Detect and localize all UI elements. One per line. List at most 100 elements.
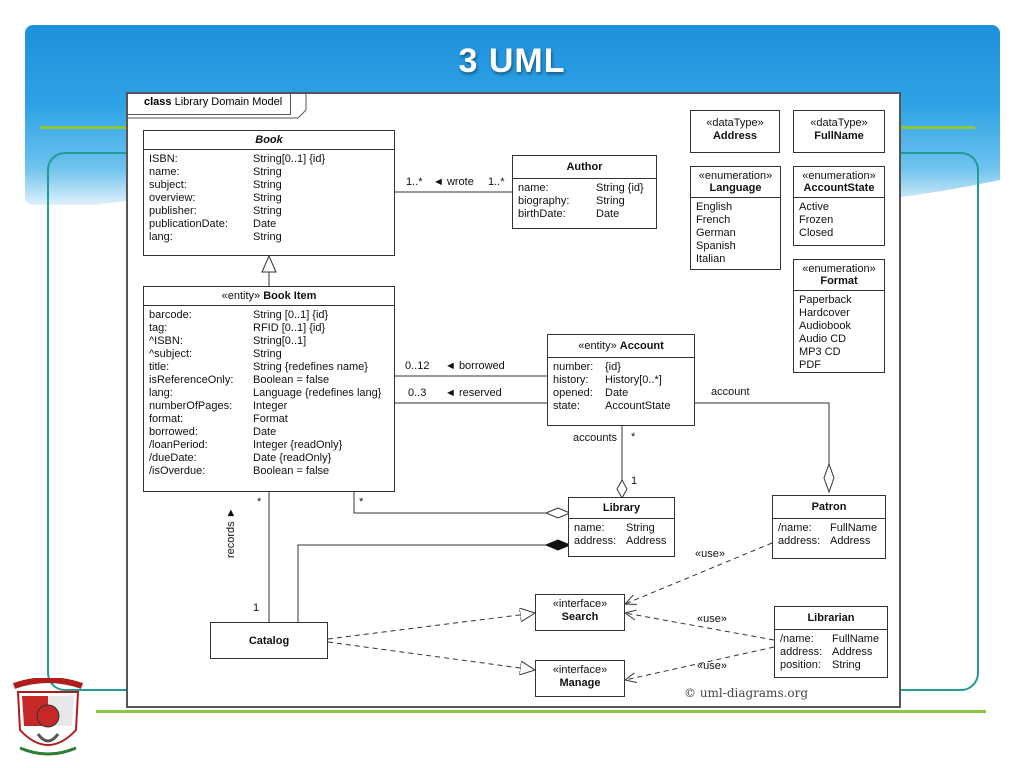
label-wrote-mult-book: 1..* xyxy=(406,176,423,188)
attribute-name: ^ISBN: xyxy=(149,335,183,347)
attribute-name: barcode: xyxy=(149,309,192,321)
attribute-type: String xyxy=(626,522,655,534)
attribute-type: String xyxy=(596,195,625,207)
enum-literal: Hardcover xyxy=(799,307,850,319)
attribute-row: name:String xyxy=(574,522,669,535)
label-reserved-mult: 0..3 xyxy=(408,387,427,399)
attribute-row: ^subject:String xyxy=(149,348,389,361)
attribute-type: String[0..1] xyxy=(253,335,307,347)
attribute-name: /isOverdue: xyxy=(149,465,206,477)
datatype-address-stereotype: «dataType» xyxy=(706,117,764,129)
attribute-row: isReferenceOnly:Boolean = false xyxy=(149,374,389,387)
attribute-name: /loanPeriod: xyxy=(149,439,208,451)
attribute-type: String xyxy=(253,192,282,204)
attribute-type: String xyxy=(253,205,282,217)
label-bookitem-star-left: * xyxy=(257,496,262,508)
attribute-row: lang:Language {redefines lang} xyxy=(149,387,389,400)
attribute-name: format: xyxy=(149,413,184,425)
attribute-type: Integer {readOnly} xyxy=(253,439,343,451)
attribute-row: address:Address xyxy=(778,535,880,548)
datatype-fullname-stereotype: «dataType» xyxy=(810,117,868,129)
attribute-name: address: xyxy=(574,535,617,547)
connectors xyxy=(128,94,835,706)
label-use-patron: «use» xyxy=(695,548,725,560)
attribute-row: name:String {id} xyxy=(518,182,651,195)
uml-diagram: class Library Domain Model Book ISBN:Str… xyxy=(126,92,901,708)
class-catalog-name: Catalog xyxy=(248,634,290,647)
attribute-name: lang: xyxy=(149,387,173,399)
class-author-name: Author xyxy=(513,156,656,179)
attribute-type: String [0..1] {id} xyxy=(253,309,329,321)
enum-literal: French xyxy=(696,214,731,226)
attribute-row: /loanPeriod: Integer {readOnly} xyxy=(149,439,389,452)
label-wrote-mult-author: 1..* xyxy=(488,176,505,188)
attribute-row: numberOfPages:Integer xyxy=(149,400,389,413)
attribute-row: subject:String xyxy=(149,179,389,192)
attribute-name: isReferenceOnly: xyxy=(149,374,234,386)
attribute-type: Date xyxy=(596,208,620,220)
label-accounts-role: accounts xyxy=(573,432,618,444)
attribute-row: ^ISBN: String[0..1] xyxy=(149,335,389,348)
attribute-type: History[0..*] xyxy=(605,374,662,386)
label-records: records ► xyxy=(225,507,237,558)
attribute-name: title: xyxy=(149,361,170,373)
attribute-row: borrowed:Date xyxy=(149,426,389,439)
attribute-row: publisher: String xyxy=(149,205,389,218)
interface-search: «interface» Search xyxy=(535,594,625,631)
attribute-name: lang: xyxy=(149,231,173,243)
attribute-row: overview:String xyxy=(149,192,389,205)
enum-format-name: Format xyxy=(820,275,858,287)
class-patron-name: Patron xyxy=(773,496,885,519)
class-book-item: «entity» Book Item barcode: String [0..1]… xyxy=(143,286,395,492)
class-account-stereotype: «entity» xyxy=(578,340,617,352)
attribute-name: publisher: xyxy=(149,205,197,217)
attribute-row: /name:FullName xyxy=(780,633,882,646)
attribute-name: /name: xyxy=(780,633,814,645)
attribute-row: lang:String xyxy=(149,231,389,244)
label-library-one: 1 xyxy=(631,475,638,487)
enum-literal: English xyxy=(696,201,733,213)
attribute-row: /dueDate:Date {readOnly} xyxy=(149,452,389,465)
attribute-type: String xyxy=(253,166,282,178)
slide-title: 3 UML xyxy=(458,42,566,80)
attribute-name: opened: xyxy=(553,387,593,399)
attribute-name: address: xyxy=(780,646,823,658)
attribute-name: name: xyxy=(518,182,549,194)
attribute-row: name:String xyxy=(149,166,389,179)
label-borrowed-mult: 0..12 xyxy=(405,360,430,372)
enum-literal: Frozen xyxy=(799,214,834,226)
frame-keyword: class xyxy=(144,96,172,108)
interface-search-name: Search xyxy=(561,611,599,623)
attribute-type: String xyxy=(832,659,861,671)
class-book-item-header: «entity» Book Item xyxy=(144,287,394,306)
enum-literal: Audio CD xyxy=(799,333,847,345)
attribute-name: ^subject: xyxy=(149,348,193,360)
enum-literal: Italian xyxy=(696,253,726,265)
label-account-role: account xyxy=(711,386,750,398)
enum-language-name: Language xyxy=(709,182,762,194)
university-crest-logo xyxy=(13,678,83,756)
attribute-name: history: xyxy=(553,374,589,386)
green-divider-bottom xyxy=(96,710,986,713)
interface-search-stereotype: «interface» xyxy=(552,598,608,610)
label-wrote: ◄ wrote xyxy=(433,176,474,188)
class-catalog: Catalog xyxy=(210,622,328,659)
class-book-name: Book xyxy=(144,131,394,150)
datatype-address: «dataType» Address xyxy=(690,110,780,153)
attribute-name: tag: xyxy=(149,322,168,334)
attribute-row: format:Format xyxy=(149,413,389,426)
label-accounts-star: * xyxy=(631,431,636,443)
class-library-name: Library xyxy=(569,498,674,519)
attribute-type: String[0..1] {id} xyxy=(253,153,326,165)
attribute-name: /dueDate: xyxy=(149,452,197,464)
attribute-row: ISBN:String[0..1] {id} xyxy=(149,153,389,166)
attribute-type: Address xyxy=(832,646,873,658)
